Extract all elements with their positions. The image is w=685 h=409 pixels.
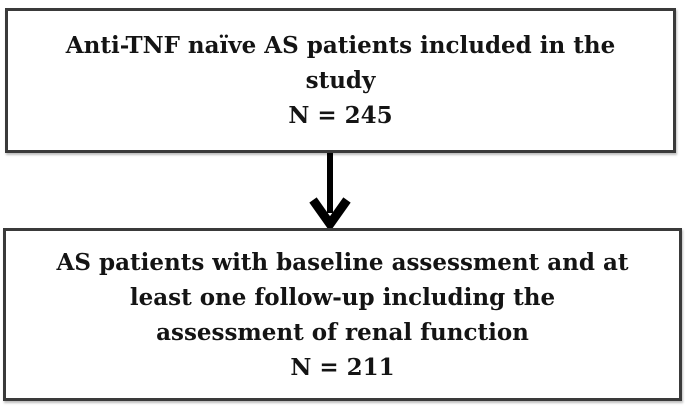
node-study-population-text: Anti-TNF naïve AS patients included in t… bbox=[65, 32, 616, 129]
connector-down bbox=[308, 153, 352, 229]
node-followup-population: AS patients with baseline assessment and… bbox=[3, 228, 682, 401]
arrow-down-icon bbox=[309, 153, 351, 229]
node-followup-population-text: AS patients with baseline assessment and… bbox=[56, 248, 629, 381]
node-study-population: Anti-TNF naïve AS patients included in t… bbox=[5, 8, 676, 153]
